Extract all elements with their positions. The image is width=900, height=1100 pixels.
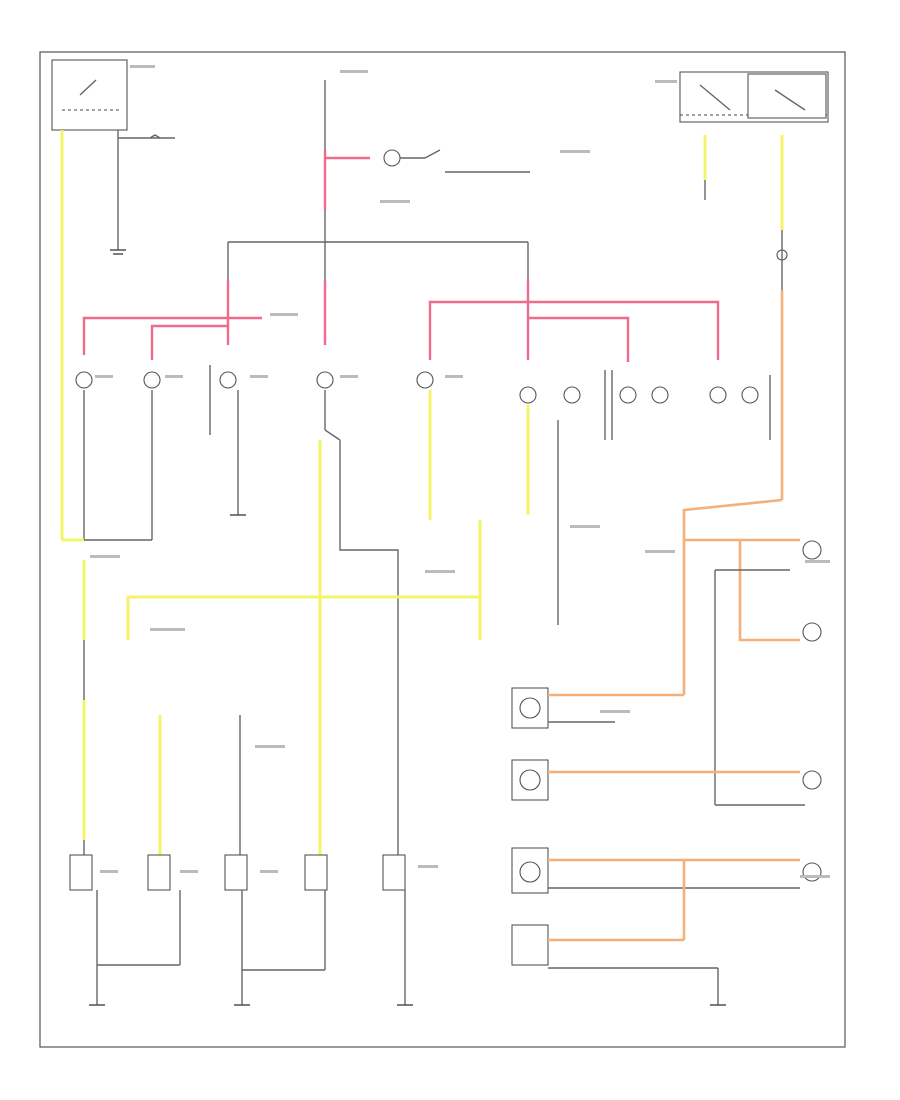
lamp-icon [143, 371, 161, 389]
label-marks [90, 65, 830, 878]
lamp-row [75, 365, 771, 440]
lamp-icon [651, 386, 669, 404]
lamp-icon [619, 386, 637, 404]
bulb-icon [383, 149, 401, 167]
top-right-switch-block [679, 71, 829, 695]
top-left-switch-block [51, 59, 175, 255]
lamp-icon [75, 371, 93, 389]
lamp-icon [741, 386, 759, 404]
lamp-icon [219, 371, 237, 389]
lamp-icon [709, 386, 727, 404]
top-center-fuse [323, 80, 530, 242]
right-lower-section [511, 538, 822, 1006]
lamp-drops [83, 390, 559, 860]
diagram-frame [39, 51, 846, 1048]
left-yellow-circuit [60, 130, 482, 860]
bottom-switch-row [69, 854, 413, 1006]
lamp-icon [416, 371, 434, 389]
lamp-icon [563, 386, 581, 404]
pink-circuit [82, 280, 720, 362]
lamp-icon [519, 386, 537, 404]
lamp-icon [316, 371, 334, 389]
